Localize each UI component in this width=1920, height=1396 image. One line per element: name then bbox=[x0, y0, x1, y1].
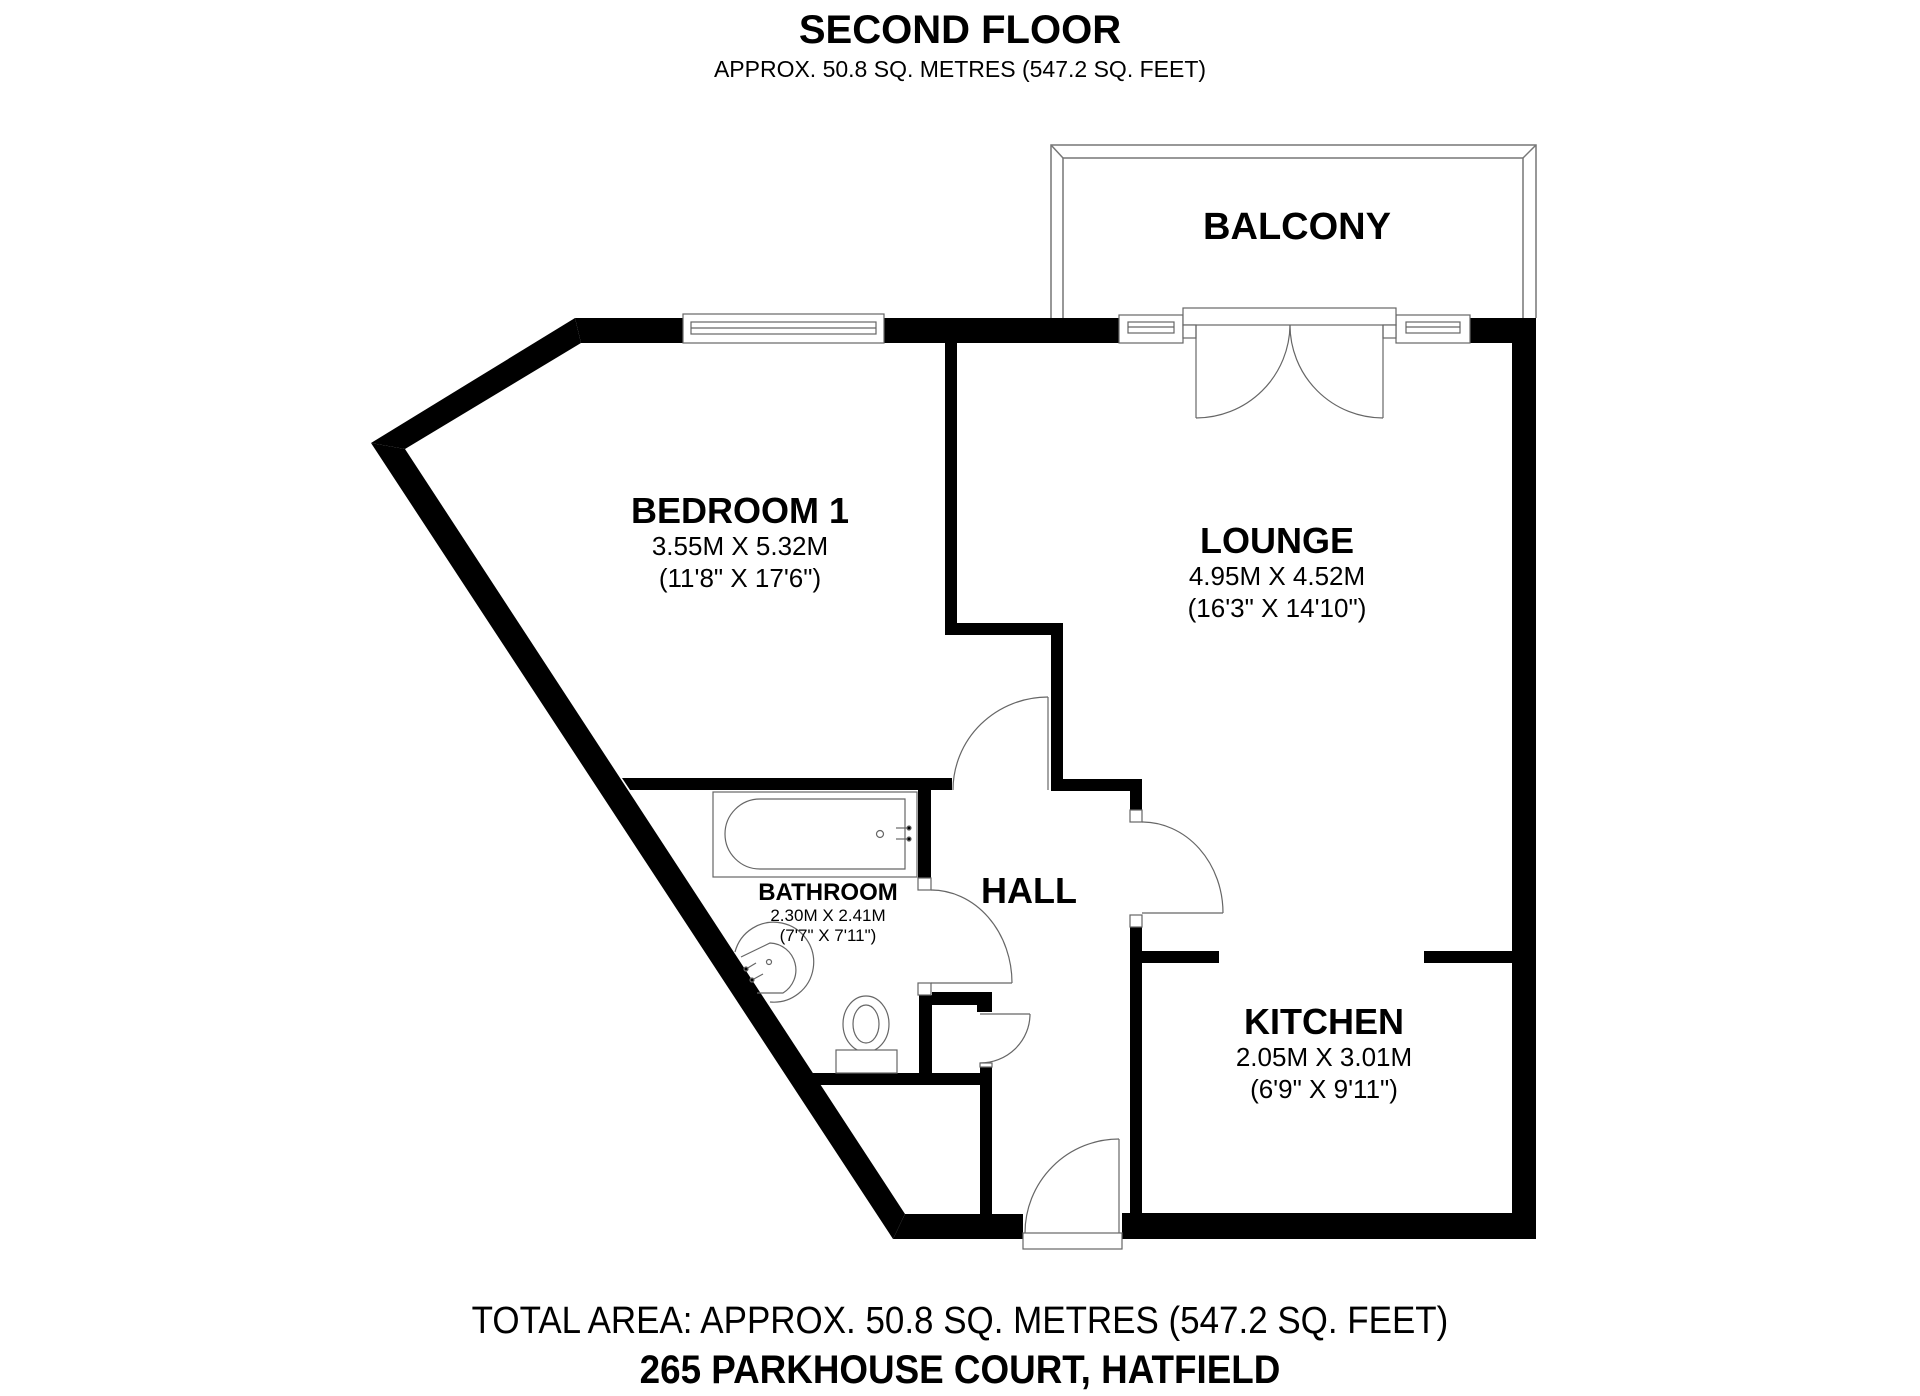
entrance-door bbox=[1022, 1138, 1123, 1250]
bathtub bbox=[712, 791, 918, 878]
kitchen-dim-imperial: (6'9" X 9'11") bbox=[1250, 1074, 1398, 1104]
basin bbox=[734, 921, 815, 1003]
floor-area-subtitle: APPROX. 50.8 SQ. METRES (547.2 SQ. FEET) bbox=[713, 56, 1207, 82]
bedroom-1-name: BEDROOM 1 bbox=[630, 490, 850, 531]
bedroom-1-dim-metric: 3.55M X 5.32M bbox=[651, 531, 829, 561]
bathroom-name: BATHROOM bbox=[758, 879, 898, 906]
bathroom-dim-imperial: (7'7" X 7'11") bbox=[779, 926, 877, 945]
lounge-dim-metric: 4.95M X 4.52M bbox=[1188, 561, 1366, 591]
interior-doors bbox=[917, 696, 1224, 1250]
balcony-name: BALCONY bbox=[1203, 206, 1391, 248]
toilet bbox=[835, 995, 898, 1074]
interior-walls bbox=[622, 343, 1512, 1217]
balcony-outline bbox=[1050, 144, 1537, 318]
room-label-hall: HALL bbox=[981, 872, 1077, 910]
exterior-walls bbox=[371, 318, 1536, 1239]
floor-title: SECOND FLOOR bbox=[798, 8, 1122, 52]
kitchen-dim-metric: 2.05M X 3.01M bbox=[1235, 1042, 1413, 1072]
room-label-balcony: BALCONY bbox=[1203, 208, 1391, 246]
room-label-bedroom-1: BEDROOM 1 3.55M X 5.32M (11'8" X 17'6") bbox=[631, 492, 849, 594]
lounge-dim-imperial: (16'3" X 14'10") bbox=[1187, 593, 1367, 623]
kitchen-name: KITCHEN bbox=[1244, 1001, 1404, 1042]
windows bbox=[682, 313, 1471, 344]
bathroom-door bbox=[917, 877, 1013, 996]
lounge-window-left bbox=[1118, 314, 1184, 344]
room-label-lounge: LOUNGE 4.95M X 4.52M (16'3" X 14'10") bbox=[1188, 522, 1367, 624]
bathroom-dim-metric: 2.30M X 2.41M bbox=[770, 906, 886, 925]
bedroom-window bbox=[682, 313, 885, 344]
bedroom-1-dim-imperial: (11'8" X 17'6") bbox=[658, 563, 822, 593]
property-address: 265 PARKHOUSE COURT, HATFIELD bbox=[639, 1348, 1281, 1392]
bedroom-door bbox=[952, 696, 1049, 791]
french-doors bbox=[1182, 307, 1397, 419]
bathroom-fixtures bbox=[712, 791, 918, 1074]
lounge-name: LOUNGE bbox=[1199, 520, 1354, 561]
cupboard-door bbox=[979, 1013, 1031, 1068]
total-area: TOTAL AREA: APPROX. 50.8 SQ. METRES (547… bbox=[471, 1300, 1449, 1342]
room-label-bathroom: BATHROOM 2.30M X 2.41M (7'7" X 7'11") bbox=[758, 880, 898, 946]
lounge-door bbox=[1129, 809, 1224, 928]
hall-name: HALL bbox=[981, 870, 1077, 911]
lounge-window-right bbox=[1395, 314, 1471, 344]
room-label-kitchen: KITCHEN 2.05M X 3.01M (6'9" X 9'11") bbox=[1236, 1003, 1412, 1105]
